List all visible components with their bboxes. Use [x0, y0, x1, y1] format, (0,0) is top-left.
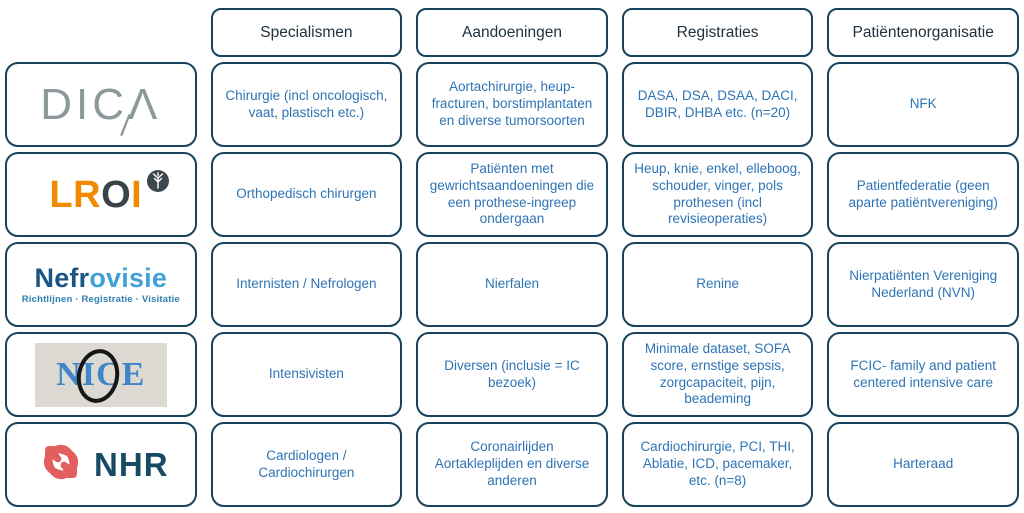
- cell-text: Orthopedisch chirurgen: [236, 186, 377, 202]
- lroi-lr: LR: [49, 173, 102, 216]
- column-header-patientenorganisatie: Patiëntenorganisatie: [827, 8, 1019, 57]
- cell-nhr-patientenorganisatie: Harteraad: [827, 422, 1019, 507]
- cell-nice-specialismen: Intensivisten: [210, 332, 403, 417]
- tree-badge-icon: [146, 162, 170, 200]
- cell-text: Cardiologen / Cardiochirurgen: [258, 447, 355, 480]
- cell-text: Cardiochirurgie, PCI, THI, Ablatie, ICD,…: [640, 439, 795, 488]
- nefrovisie-dark-part: Nefr: [34, 262, 90, 293]
- cell-text: Harteraad: [893, 456, 954, 472]
- cell-nhr-registraties: Cardiochirurgie, PCI, THI, Ablatie, ICD,…: [621, 422, 814, 507]
- magnifier-ring-icon: [72, 345, 124, 406]
- cell-lroi-registraties: Heup, knie, enkel, elleboog, schouder, v…: [621, 152, 814, 237]
- cell-text: Nierfalen: [484, 276, 539, 292]
- logo-nice: NICE: [5, 332, 197, 417]
- cell-text: Patiënten met gewrichtsaandoeningen die …: [429, 160, 595, 227]
- dica-slash: /: [119, 108, 136, 144]
- cell-text: FCIC- family and patient centered intens…: [850, 357, 996, 390]
- cell-text: Heup, knie, enkel, elleboog, schouder, v…: [634, 160, 801, 227]
- cell-text: Minimale dataset, SOFA score, ernstige s…: [644, 340, 791, 407]
- cell-text: Patientfederatie (geen aparte patiëntver…: [848, 177, 998, 210]
- cell-lroi-aandoeningen: Patiënten met gewrichtsaandoeningen die …: [416, 152, 608, 237]
- cell-text: Chirurgie (incl oncologisch, vaat, plast…: [225, 87, 388, 120]
- cell-nice-registraties: Minimale dataset, SOFA score, ernstige s…: [621, 332, 814, 417]
- cell-nice-patientenorganisatie: FCIC- family and patient centered intens…: [827, 332, 1019, 417]
- lroi-logo: LROI: [49, 169, 170, 216]
- column-header-registraties: Registraties: [621, 8, 814, 57]
- cell-nefrovisie-specialismen: Internisten / Nefrologen: [210, 242, 403, 327]
- cell-text: DASA, DSA, DSAA, DACI, DBIR, DHBA etc. (…: [637, 87, 798, 120]
- cell-text: Aortachirurgie, heup-fracturen, borstimp…: [431, 79, 593, 128]
- cell-text: Intensivisten: [268, 366, 344, 382]
- header-spacer: [5, 8, 197, 57]
- cell-text: Renine: [696, 276, 739, 292]
- nhr-hearts-icon: [33, 434, 89, 495]
- dica-letters: DIC: [40, 79, 128, 129]
- cell-nice-aandoeningen: Diversen (inclusie = IC bezoek): [416, 332, 608, 417]
- logo-nhr: NHR: [5, 422, 197, 507]
- nice-logo: NICE: [34, 342, 167, 407]
- cell-dica-aandoeningen: Aortachirurgie, heup-fracturen, borstimp…: [416, 62, 608, 147]
- cell-text: NFK: [909, 96, 937, 112]
- nefrovisie-wordmark: Nefrovisie: [34, 262, 168, 293]
- cell-lroi-specialismen: Orthopedisch chirurgen: [210, 152, 403, 237]
- cell-dica-specialismen: Chirurgie (incl oncologisch, vaat, plast…: [210, 62, 403, 147]
- nefrovisie-logo: Nefrovisie Richtlijnen · Registratie · V…: [21, 262, 180, 305]
- nhr-logo: NHR: [33, 434, 169, 495]
- logo-lroi: LROI: [5, 152, 197, 237]
- cell-text: Coronairlijden Aortakleplijden en divers…: [434, 439, 590, 488]
- nefrovisie-light-part: ovisie: [89, 262, 168, 293]
- cell-text: Nierpatiënten Vereniging Nederland (NVN): [849, 267, 998, 300]
- cell-nhr-specialismen: Cardiologen / Cardiochirurgen: [210, 422, 403, 507]
- cell-nefrovisie-aandoeningen: Nierfalen: [416, 242, 608, 327]
- cell-lroi-patientenorganisatie: Patientfederatie (geen aparte patiëntver…: [827, 152, 1019, 237]
- lroi-o: O: [101, 173, 132, 216]
- nefrovisie-subtitle: Richtlijnen · Registratie · Visitatie: [21, 293, 180, 305]
- dica-caret: Λ: [127, 79, 162, 129]
- cell-dica-patientenorganisatie: NFK: [827, 62, 1019, 147]
- cell-nefrovisie-registraties: Renine: [621, 242, 814, 327]
- cell-text: Diversen (inclusie = IC bezoek): [444, 357, 580, 390]
- nice-wordmark: NICE: [56, 355, 146, 393]
- logo-nefrovisie: Nefrovisie Richtlijnen · Registratie · V…: [5, 242, 197, 327]
- lroi-i: I: [131, 173, 143, 216]
- column-header-aandoeningen: Aandoeningen: [416, 8, 608, 57]
- cell-nhr-aandoeningen: Coronairlijden Aortakleplijden en divers…: [416, 422, 608, 507]
- column-header-specialismen: Specialismen: [210, 8, 403, 57]
- cell-text: Internisten / Nefrologen: [236, 276, 377, 292]
- nhr-wordmark: NHR: [94, 445, 169, 483]
- cell-nefrovisie-patientenorganisatie: Nierpatiënten Vereniging Nederland (NVN): [827, 242, 1019, 327]
- cell-dica-registraties: DASA, DSA, DSAA, DACI, DBIR, DHBA etc. (…: [621, 62, 814, 147]
